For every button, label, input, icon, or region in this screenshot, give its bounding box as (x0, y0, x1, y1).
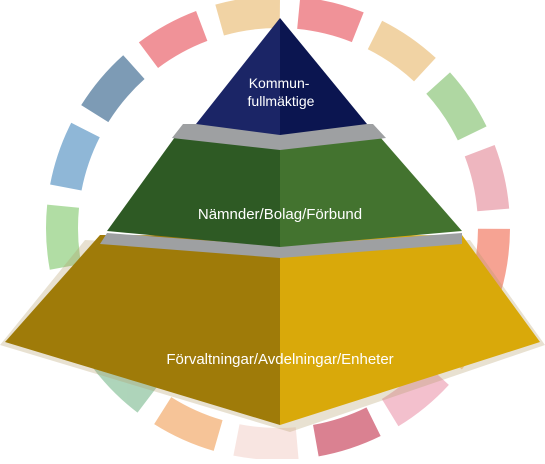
pyramid-level-top: Kommun- fullmäktige (196, 18, 367, 135)
ring-segment (138, 10, 208, 68)
pyramid-level-bottom: Förvaltningar/Avdelningar/Enheter (0, 235, 545, 432)
middle-tier-left-face (107, 137, 280, 247)
top-tier-label: Kommun- fullmäktige (248, 75, 315, 109)
top-tier-left-face (196, 18, 280, 135)
ring-segment (45, 204, 82, 270)
tier-separator-lower (100, 233, 462, 258)
ring-segment (426, 72, 487, 141)
ring-segment (464, 144, 510, 212)
ring-segment (313, 407, 381, 457)
tier-separator-upper (172, 124, 386, 150)
bottom-tier-left-face (5, 235, 280, 425)
pyramid-level-middle: Nämnder/Bolag/Förbund (107, 137, 462, 247)
bottom-tier-right-face (280, 235, 540, 425)
top-tier-label-line-2: fullmäktige (248, 93, 315, 109)
middle-tier-label: Nämnder/Bolag/Förbund (198, 206, 362, 223)
ring-segment (50, 122, 100, 191)
ring-segment (215, 0, 280, 36)
bottom-tier-label: Förvaltningar/Avdelningar/Enheter (166, 351, 393, 368)
ring-segment (154, 397, 223, 451)
ring-segment (81, 55, 145, 123)
middle-tier-right-face (280, 137, 462, 247)
top-tier-label-line-1: Kommun- (249, 75, 310, 91)
ring-segment (381, 363, 449, 427)
ring-segment (297, 0, 364, 43)
ring-segment (233, 424, 299, 460)
ring-segment (367, 20, 436, 82)
top-tier-right-face (280, 18, 367, 135)
